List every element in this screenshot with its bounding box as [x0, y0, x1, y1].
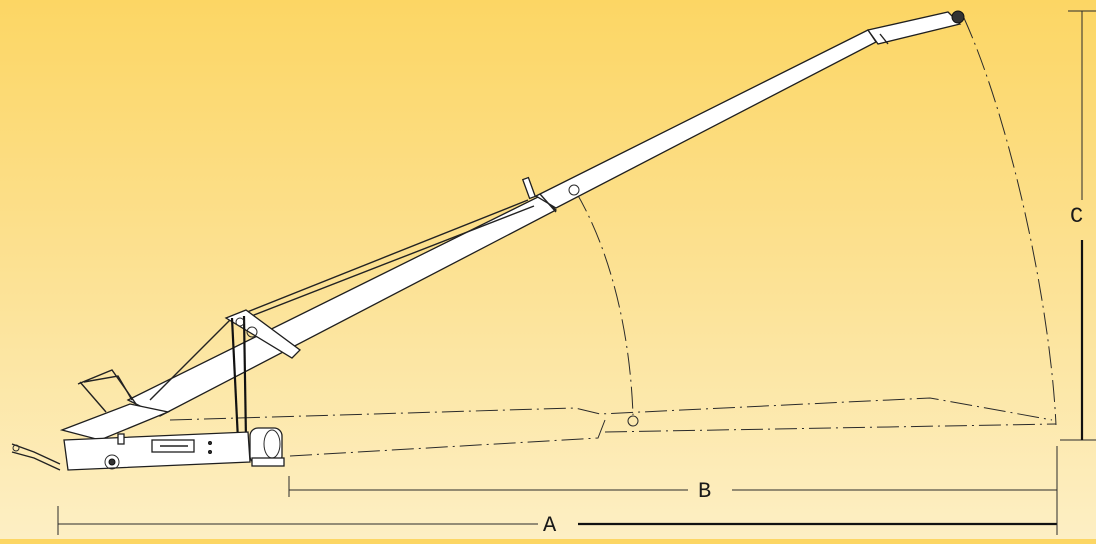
wheel-mount — [251, 457, 285, 467]
tube-pivot-circle — [568, 184, 580, 196]
lift-arm-front — [230, 317, 240, 441]
tow-hitch-lower — [11, 451, 61, 471]
dimension-a-label: A — [543, 513, 557, 538]
chassis-bracket — [117, 433, 125, 445]
truss-cables — [149, 199, 535, 401]
lowered-tube-bottom — [289, 419, 1057, 457]
intake-hopper — [59, 369, 171, 441]
hopper-rail-upper — [77, 369, 137, 405]
chassis-bolt-2 — [208, 450, 212, 454]
drive-gear-hub — [108, 458, 116, 466]
hopper-rail-inner — [83, 375, 133, 401]
spout-joint-line — [879, 33, 889, 45]
main-tube-lower-section — [126, 195, 558, 417]
lowered-pivot-circle — [627, 415, 639, 427]
auger-tube — [126, 10, 965, 417]
lowered-tube-top — [169, 397, 1053, 421]
lift-frame — [224, 309, 301, 441]
discharge-tip — [951, 10, 965, 24]
lift-pin — [246, 326, 258, 338]
tube-joint-band — [539, 193, 557, 213]
hopper-support — [79, 381, 107, 413]
truss-cable-upper — [231, 199, 529, 319]
tow-hitch-upper — [11, 443, 61, 465]
tube-handle — [521, 176, 537, 200]
dimension-lines — [57, 10, 1096, 535]
lift-arm-rear — [242, 315, 248, 441]
travel-paths — [169, 17, 1057, 457]
drive-gear-icon — [104, 454, 120, 470]
chassis — [11, 431, 251, 471]
discharge-spout — [866, 11, 962, 45]
hitch-ring — [12, 444, 20, 452]
transport-wheel — [249, 427, 285, 467]
lift-pivot — [235, 317, 245, 327]
dimension-c-label: C — [1070, 204, 1084, 229]
chassis-bolt-1 — [208, 441, 212, 445]
truss-cable-upper-2 — [235, 205, 535, 323]
inner-lift-arc — [575, 191, 634, 416]
truss-cable-lower — [149, 317, 233, 401]
hopper-body — [59, 403, 171, 441]
outer-lift-arc — [963, 17, 1057, 426]
main-tube-upper-section — [534, 29, 877, 209]
dimension-b-label: B — [698, 479, 712, 504]
